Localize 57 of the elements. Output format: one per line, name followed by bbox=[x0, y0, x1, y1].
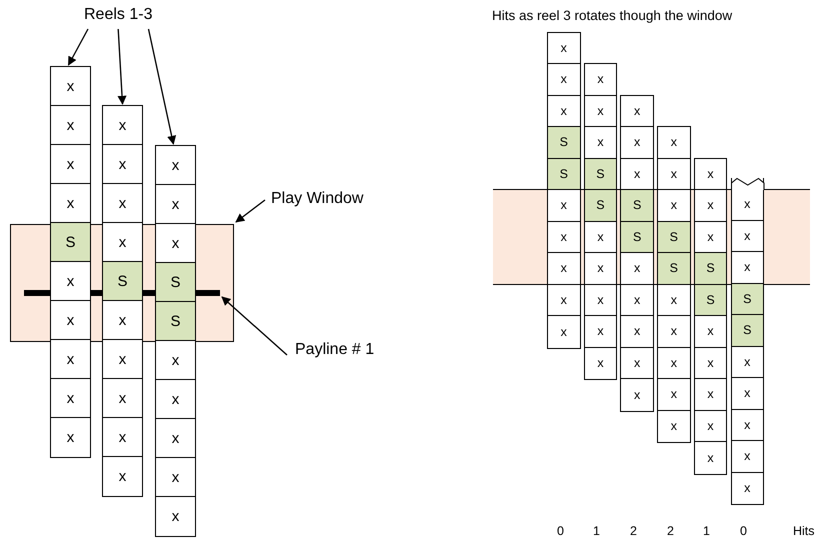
reel-symbol-cell: S bbox=[548, 158, 580, 190]
leader-arrow bbox=[68, 28, 89, 66]
reel-strip bbox=[620, 94, 654, 412]
reel-symbol-cell: x bbox=[584, 284, 616, 316]
reel-symbol-cell: x bbox=[732, 189, 763, 220]
reel-symbol-cell: x bbox=[732, 252, 763, 284]
hit-count-label: 2 bbox=[630, 523, 637, 539]
reel-symbol-cell: S bbox=[694, 253, 726, 285]
reel-symbol-cell: x bbox=[694, 348, 726, 380]
reel-symbol-cell: S bbox=[584, 158, 616, 190]
reel-symbol-cell: x bbox=[732, 410, 763, 441]
reel-symbol-cell: x bbox=[732, 346, 763, 378]
reel-symbol-cell: S bbox=[51, 223, 90, 262]
hit-count-label: 1 bbox=[593, 523, 600, 539]
leader-arrow bbox=[221, 296, 288, 356]
reel-symbol-cell: x bbox=[621, 284, 653, 316]
reel-symbol-cell: x bbox=[548, 222, 580, 254]
reel-strip bbox=[547, 32, 580, 349]
reel-strip bbox=[730, 178, 764, 505]
leader-arrow bbox=[235, 199, 266, 223]
reel-strip bbox=[694, 158, 728, 475]
reel-symbol-cell: x bbox=[621, 348, 653, 380]
reel-symbol-cell: S bbox=[156, 302, 195, 341]
reel-symbol-cell: S bbox=[548, 127, 580, 159]
reel-symbol-cell: S bbox=[694, 284, 726, 316]
reel-symbol-cell: S bbox=[658, 222, 690, 254]
reel-symbol-cell: S bbox=[621, 190, 653, 222]
reel-symbol-cell: x bbox=[548, 96, 580, 128]
hit-count-label: 0 bbox=[740, 523, 747, 539]
hit-count-label: 0 bbox=[557, 523, 564, 539]
reel-symbol-cell: x bbox=[658, 348, 690, 380]
reel-symbol-cell: S bbox=[621, 222, 653, 254]
hit-count-label: 2 bbox=[667, 523, 674, 539]
callout-text: Reels 1-3 bbox=[84, 5, 152, 25]
reel-symbol-cell: x bbox=[658, 284, 690, 316]
reel-symbol-cell: x bbox=[548, 284, 580, 316]
reel-symbol-cell: S bbox=[732, 284, 763, 315]
callout-text: Payline # 1 bbox=[295, 340, 374, 360]
reel-symbol-cell: x bbox=[694, 222, 726, 254]
reel-symbol-cell: x bbox=[584, 222, 616, 254]
reel-symbol-cell: S bbox=[658, 253, 690, 285]
reel-symbol-cell: S bbox=[103, 262, 142, 301]
leader-arrow bbox=[118, 28, 127, 105]
hit-count-label: 1 bbox=[703, 523, 710, 539]
hit-count-label: Hits bbox=[793, 523, 815, 539]
reel-symbol-cell: x bbox=[732, 220, 763, 252]
reel-symbol-cell: x bbox=[584, 96, 616, 128]
payline-bar bbox=[24, 290, 220, 296]
reel-strip bbox=[584, 63, 618, 380]
reel-symbol-cell: S bbox=[584, 190, 616, 222]
callout-text: Play Window bbox=[271, 189, 364, 209]
panel-heading: Hits as reel 3 rotates though the window bbox=[492, 8, 732, 24]
reel-symbol-cell: S bbox=[156, 263, 195, 302]
reel-strip bbox=[657, 126, 691, 444]
reel-symbol-cell: x bbox=[694, 410, 726, 442]
reel-symbol-cell: S bbox=[732, 315, 763, 346]
leader-arrow bbox=[148, 28, 176, 145]
